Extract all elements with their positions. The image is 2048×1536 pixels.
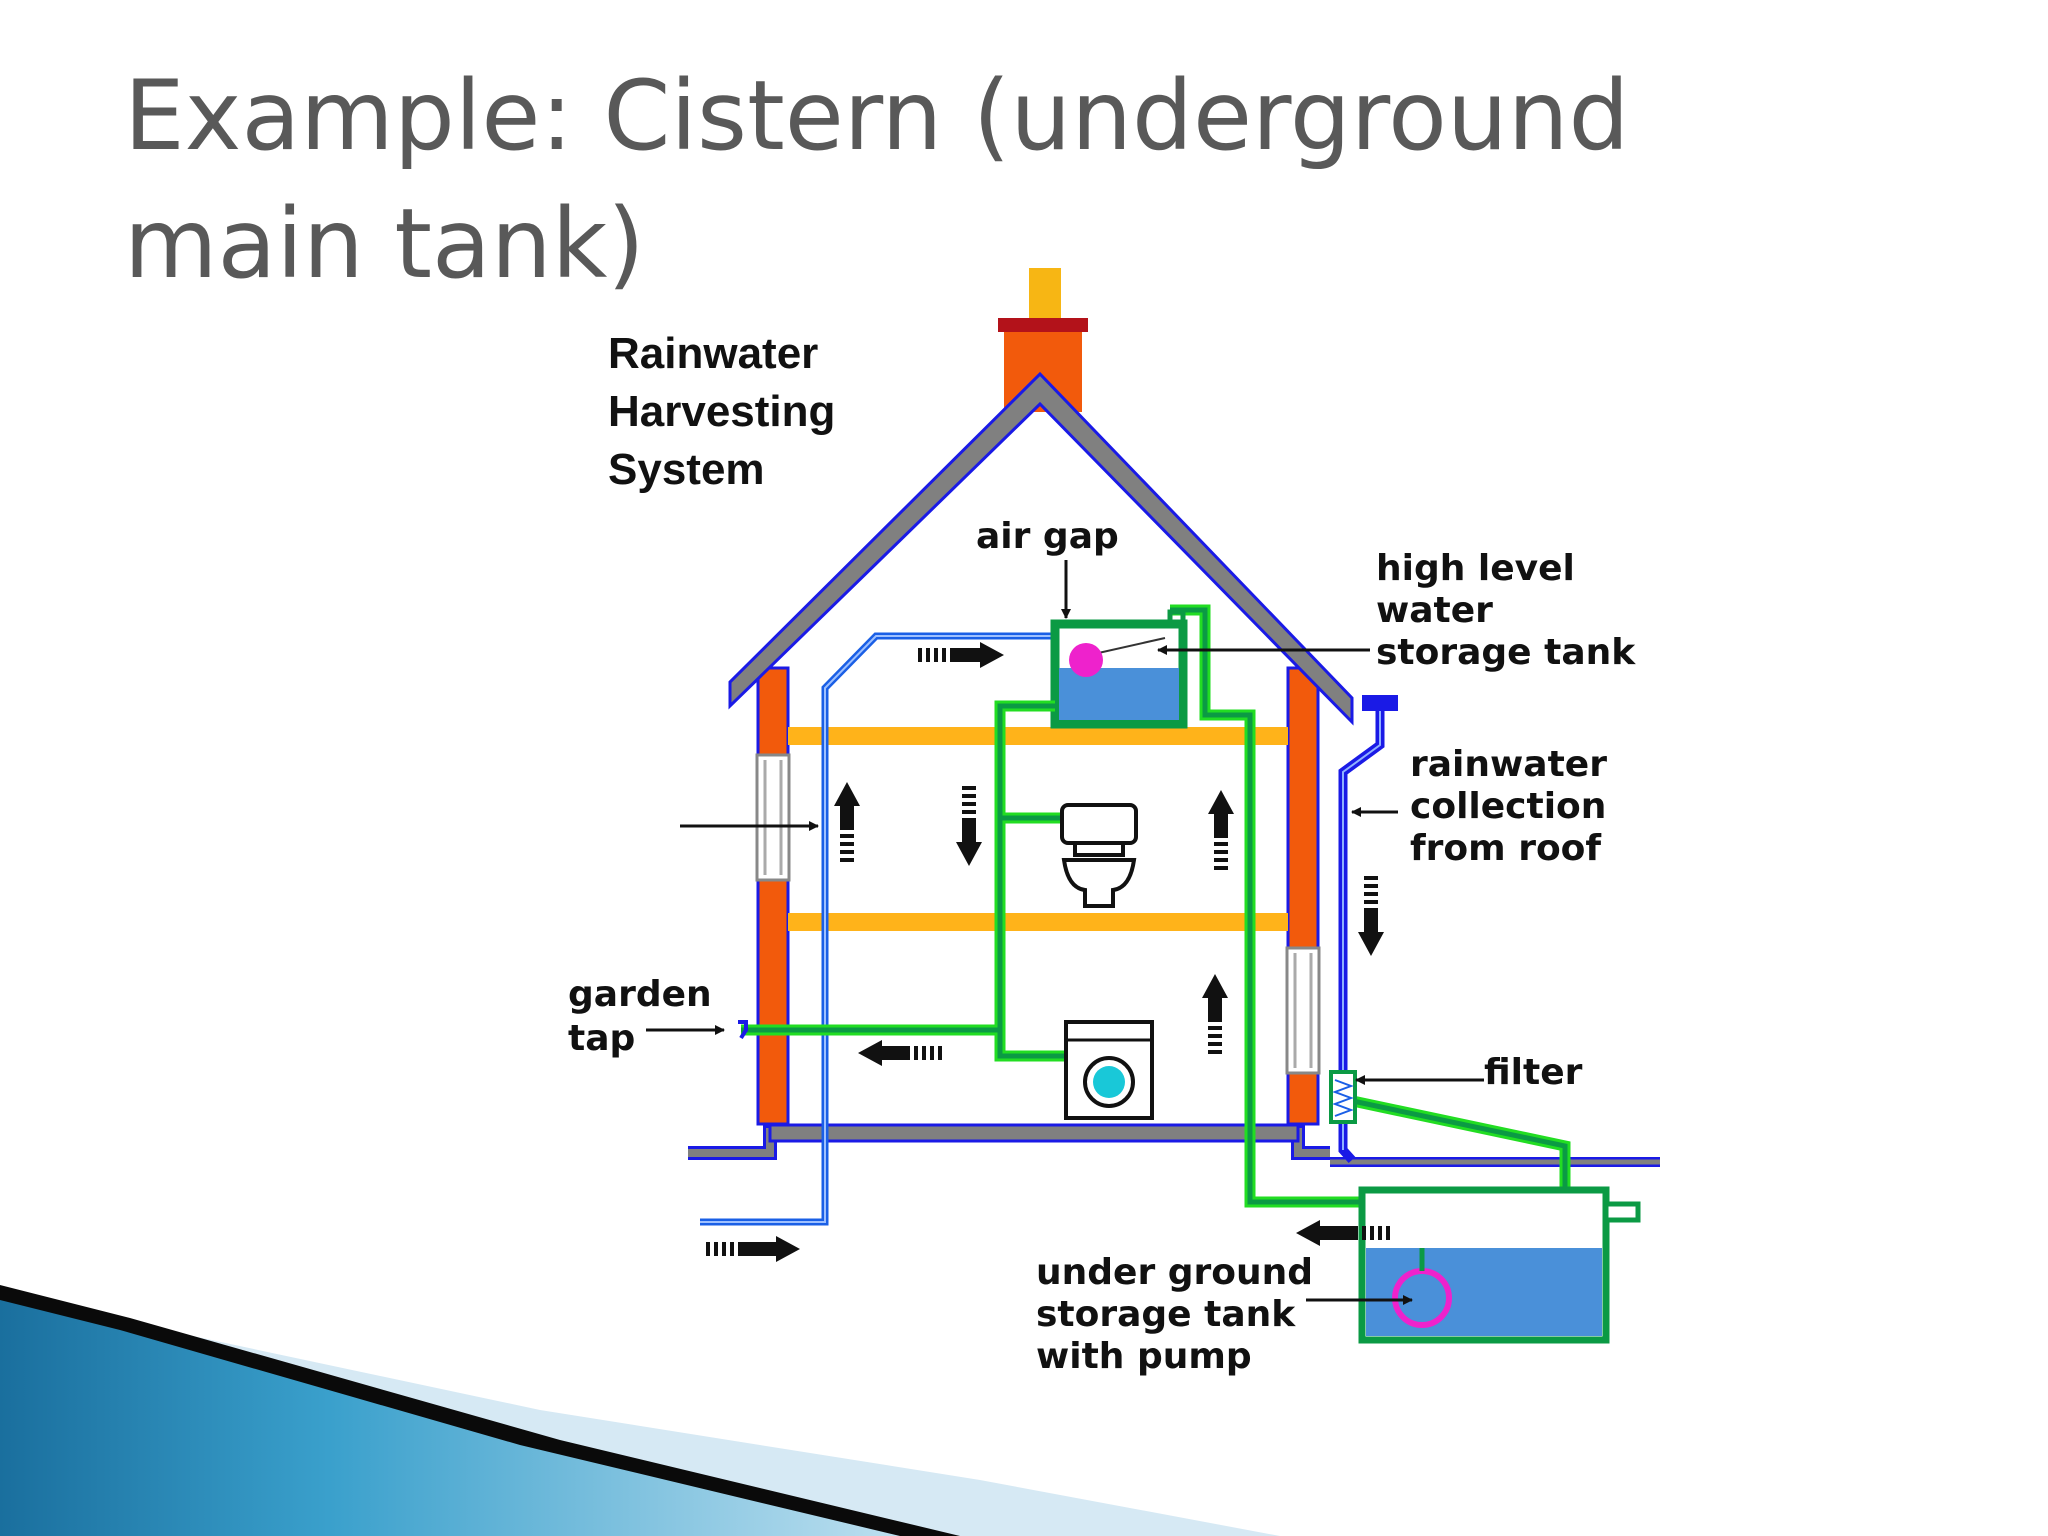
diagram-heading-line: Rainwater [608,329,818,378]
label-filter: filter [1484,1052,1583,1093]
airflow-arrow-upper [918,642,1004,668]
roof [728,371,1354,726]
diagram-heading-line: System [608,445,765,494]
diagram-heading-line: Harvesting [608,387,835,436]
swoosh-blue-wedge [0,1295,940,1536]
airflow-arrow-mains-in [706,1236,800,1262]
label-pointers [646,560,1484,1305]
lower-floor-beam [788,913,1288,931]
float-ball [1069,643,1103,677]
toilet [1060,803,1138,908]
left-window [755,753,791,882]
rainwater-downpipe [1338,695,1398,1164]
label-rainwater-collection: rainwater collection from roof [1410,744,1620,869]
label-air-gap: air gap [976,516,1119,557]
high-level-storage-tank [1050,619,1188,729]
label-high-level-tank: high level water storage tank [1376,548,1636,673]
slide-title: Example: Cistern (underground main tank) [124,60,1630,300]
upper-floor-beam [788,727,1288,745]
garden-tap [738,1020,748,1040]
airflow-arrows [706,642,1390,1262]
diagram-heading: Rainwater Harvesting System [608,329,848,494]
right-window [1285,946,1321,1075]
airflow-arrow-up-lower [1202,974,1228,1054]
washing-machine [1064,1020,1154,1120]
pump [1392,1268,1452,1328]
airflow-arrow-up-right [1208,790,1234,870]
airflow-arrow-down-outside [1358,876,1384,956]
airflow-arrow-down [956,786,982,866]
airflow-arrow-underground [1296,1220,1390,1246]
label-underground-tank: under ground storage tank with pump [1036,1252,1326,1377]
left-wall [756,666,790,1126]
underground-storage-tank [1358,1186,1641,1344]
swoosh-black-stroke [0,1285,960,1536]
ground-line [688,1123,1660,1167]
airflow-arrow-left [858,1040,942,1066]
airflow-arrow-up-left [834,782,860,862]
filter [1329,1070,1357,1124]
label-garden-tap: garden tap [568,974,724,1059]
